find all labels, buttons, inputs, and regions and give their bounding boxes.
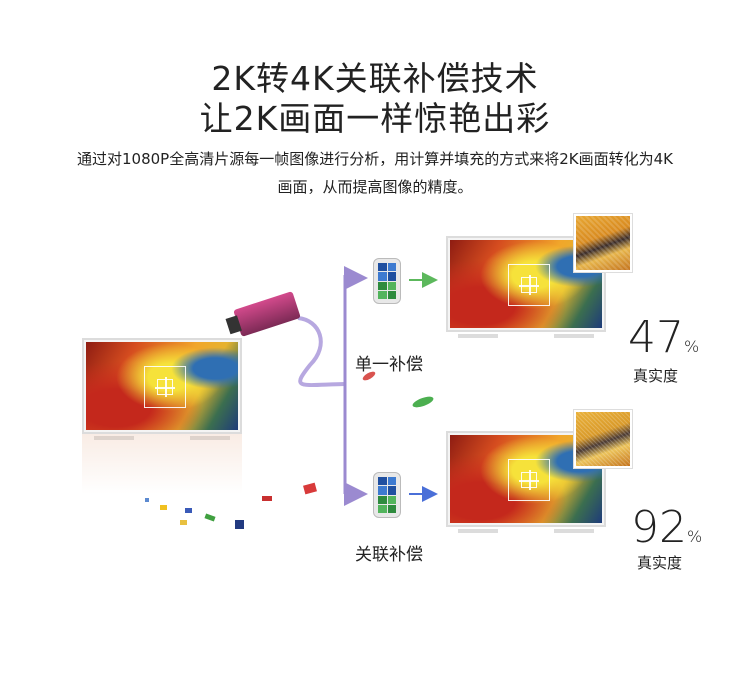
zoomed-detail-related — [574, 410, 632, 468]
single-percent-value: 47 — [628, 312, 684, 363]
zoomed-detail-single — [574, 214, 632, 272]
related-clarity-label: 真实度 — [637, 554, 683, 572]
page-title: 2K转4K关联补偿技术 — [211, 59, 539, 98]
related-compensation-label: 关联补偿 — [355, 545, 423, 565]
description-line-2: 画面，从而提高图像的精度。 — [277, 178, 473, 196]
percent-sign: % — [687, 527, 703, 546]
zoom-region-marker — [144, 366, 186, 408]
single-compensation-chip-icon — [373, 258, 401, 304]
confetti-piece — [160, 505, 167, 510]
description-line-1: 通过对1080P全高清片源每一帧图像进行分析，用计算并填充的方式来将2K画面转化… — [77, 150, 673, 168]
confetti-piece — [145, 498, 149, 502]
related-compensation-chip-icon — [373, 472, 401, 518]
page-subtitle: 让2K画面一样惊艳出彩 — [199, 99, 551, 138]
zoom-region-marker — [508, 264, 550, 306]
confetti-piece — [235, 520, 244, 529]
confetti-piece — [185, 508, 192, 513]
description: 通过对1080P全高清片源每一帧图像进行分析，用计算并填充的方式来将2K画面转化… — [30, 145, 720, 201]
single-percent: 47% — [628, 312, 699, 363]
zoom-region-marker — [508, 459, 550, 501]
confetti-piece — [262, 496, 272, 501]
source-tv — [82, 338, 242, 494]
related-percent: 92% — [631, 502, 702, 553]
related-percent-value: 92 — [631, 502, 687, 553]
single-compensation-label: 单一补偿 — [355, 355, 423, 375]
confetti-piece — [180, 520, 187, 525]
percent-sign: % — [684, 337, 700, 356]
single-clarity-label: 真实度 — [633, 367, 679, 385]
